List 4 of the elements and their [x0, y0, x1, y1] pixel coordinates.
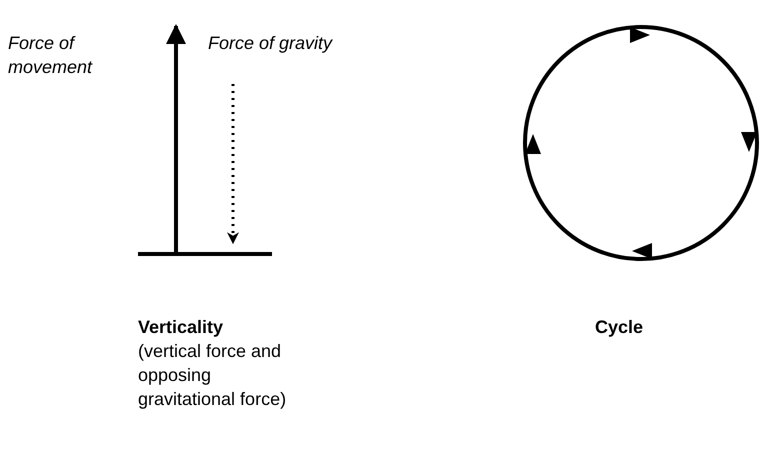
diagram-caption: Verticality (vertical force and opposing gravitational force): [138, 316, 288, 411]
force-label: Force of movement: [8, 32, 94, 79]
diagram-caption: Cycle: [595, 316, 644, 339]
force-label: Force of gravity: [208, 32, 334, 55]
